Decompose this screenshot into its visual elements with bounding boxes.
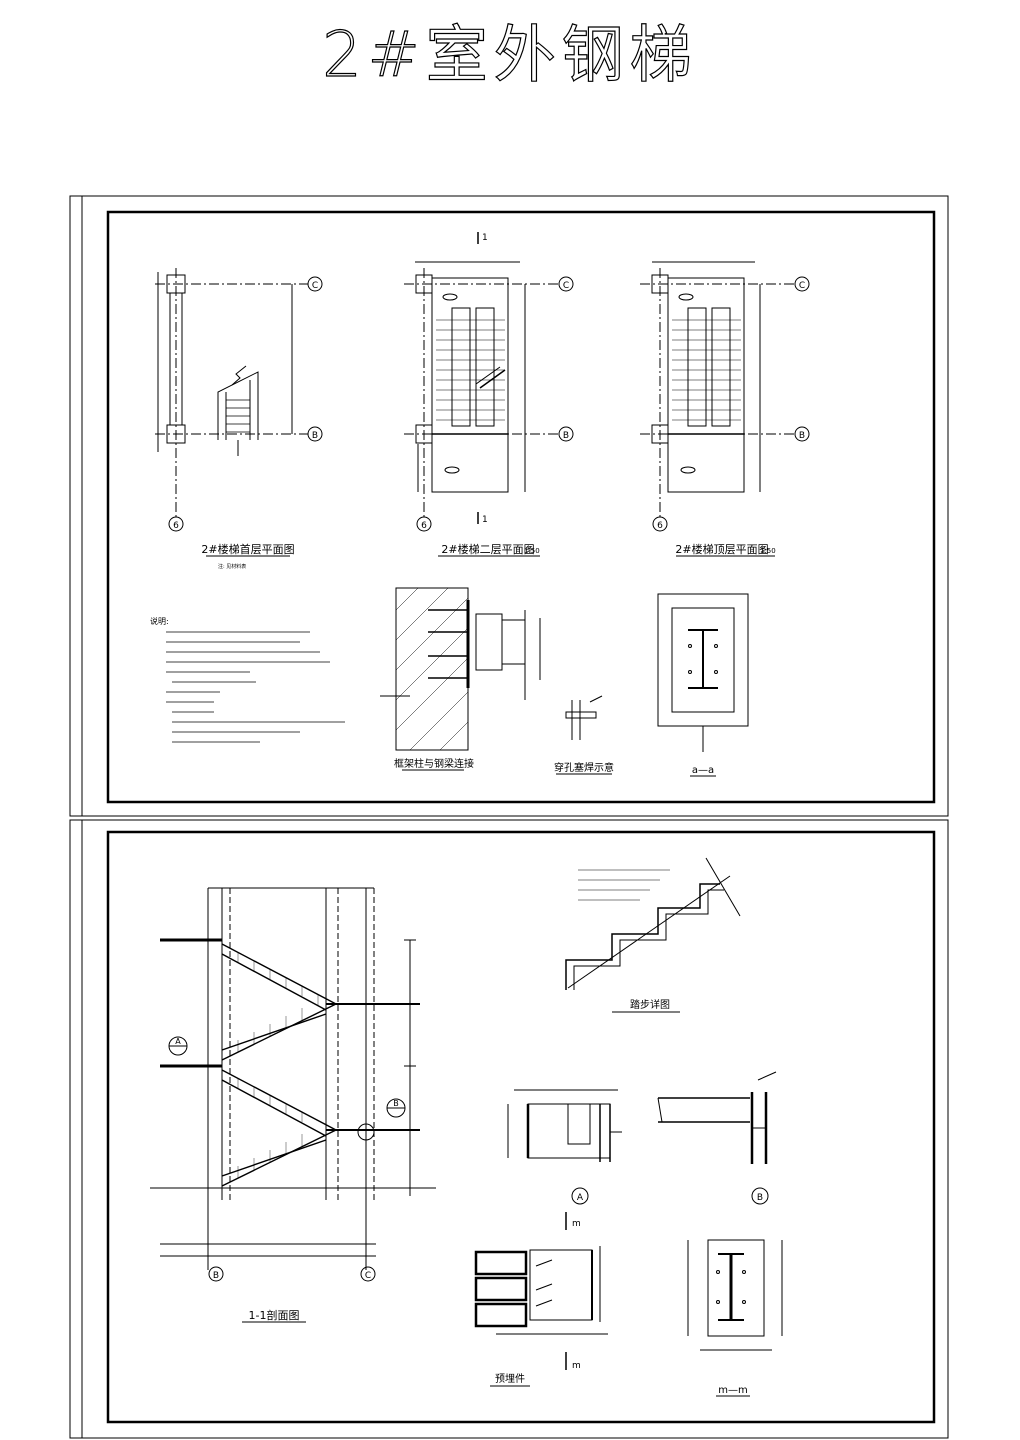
detail-b-label: B <box>757 1193 763 1203</box>
section-a-a-title: a—a <box>692 765 714 776</box>
plan-ground-floor <box>155 268 323 557</box>
axis-c-label-3: C <box>799 281 805 291</box>
axis-6-label-2: 6 <box>421 521 427 531</box>
notes-title: 说明: <box>150 616 169 626</box>
plan-second-scale: 1:50 <box>524 547 540 555</box>
plan-ground-title: 2#楼梯首层平面图 <box>201 542 294 556</box>
section-1-1-title: 1-1剖面图 <box>249 1308 300 1322</box>
embed-part-detail <box>474 1212 608 1387</box>
plug-weld-detail <box>556 695 612 775</box>
notes-block <box>166 631 345 743</box>
section-mark-bottom: 1 <box>482 515 488 525</box>
m-mark-bottom: m <box>572 1361 581 1371</box>
section-mark-top: 1 <box>482 233 488 243</box>
plan-top-title: 2#楼梯顶层平面图 <box>675 542 768 556</box>
axis-b-label-1: B <box>312 431 318 441</box>
detail-a-label: A <box>577 1193 584 1203</box>
embed-part-title: 预埋件 <box>495 1373 525 1385</box>
callout-b-mark: B <box>393 1099 399 1108</box>
frame-connection-detail <box>380 587 541 771</box>
step-detail-title: 踏步详图 <box>630 998 670 1011</box>
section-a-a-detail <box>657 593 749 777</box>
axis-6-label-3: 6 <box>657 521 663 531</box>
plan-top-floor <box>640 261 810 557</box>
section-m-m-title: m—m <box>718 1385 747 1396</box>
plug-weld-title: 穿孔塞焊示意 <box>554 761 614 774</box>
step-detail <box>565 857 741 1013</box>
plan-ground-note: 注: 见材料表 <box>218 563 246 570</box>
axis-c-section: C <box>365 1271 371 1281</box>
sheet2-frame <box>69 819 949 1439</box>
detail-a <box>507 1089 622 1205</box>
detail-b <box>657 1071 777 1205</box>
m-mark-top: m <box>572 1219 581 1229</box>
section-m-m-detail <box>687 1239 783 1397</box>
axis-b-label-3: B <box>799 431 805 441</box>
section-1-1 <box>150 887 436 1323</box>
drawing-title: 2#室外钢梯 <box>322 17 698 91</box>
axis-b-label-2: B <box>563 431 569 441</box>
plan-second-floor <box>404 232 574 557</box>
plan-top-scale: 1:50 <box>760 547 776 555</box>
axis-6-label-1: 6 <box>173 521 179 531</box>
plan-second-title: 2#楼梯二层平面图 <box>441 542 534 556</box>
axis-c-label-2: C <box>563 281 569 291</box>
frame-connection-title: 框架柱与钢梁连接 <box>394 757 474 770</box>
axis-b-section: B <box>213 1271 219 1281</box>
sheet1-frame <box>69 195 949 817</box>
callout-a-mark: A <box>175 1037 181 1046</box>
axis-c-label-1: C <box>312 281 318 291</box>
